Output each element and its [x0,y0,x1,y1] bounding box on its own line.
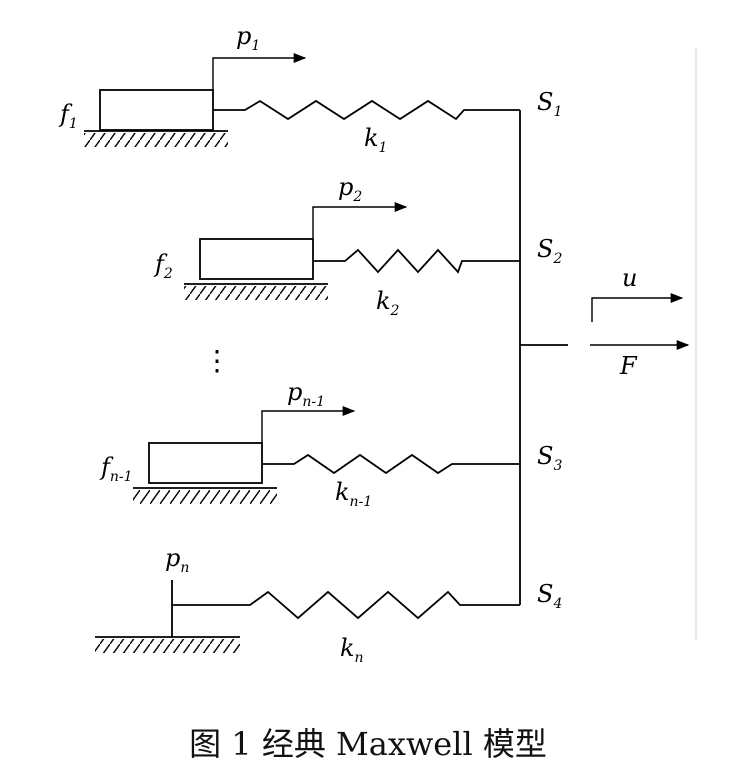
arrow-p2 [312,201,408,239]
arrow-u [591,292,684,322]
label-p1: p1 [236,22,260,54]
label-S2: S2 [537,235,562,267]
spring-kn [172,590,520,620]
label-kn-1: kn-1 [335,478,372,510]
branch-2 [184,201,520,300]
label-pn-1: pn-1 [287,378,325,410]
figure-caption: 图 1 经典 Maxwell 模型 [189,725,547,763]
label-S4: S4 [537,580,562,612]
block-n-1 [148,442,263,484]
label-S1: S1 [537,88,562,120]
branch-1 [84,52,520,147]
ground-hatch-n [95,639,240,653]
label-u: u [622,264,637,292]
label-fn-1: fn-1 [99,453,133,485]
block-1 [99,89,214,131]
vertical-dots: ⋮ [203,344,231,377]
arrow-p1 [212,52,307,90]
branch-n [95,580,520,653]
label-f2: f2 [153,250,173,282]
label-pn: pn [165,544,189,576]
label-p2: p2 [338,173,362,205]
arrow-pn-1 [261,405,356,443]
label-k1: k1 [364,124,387,156]
branch-n-1 [133,405,520,504]
block-2 [199,238,314,280]
label-S3: S3 [537,442,562,474]
spring-k2 [313,248,520,274]
ground-hatch-1 [84,133,228,147]
ground-hatch-n-1 [133,490,277,504]
label-kn: kn [340,634,364,666]
label-f1: f1 [58,100,78,132]
label-F: F [619,352,638,380]
spring-k1 [213,99,520,121]
label-k2: k2 [376,287,400,319]
spring-kn-1 [262,453,520,475]
ground-hatch-2 [184,286,328,300]
